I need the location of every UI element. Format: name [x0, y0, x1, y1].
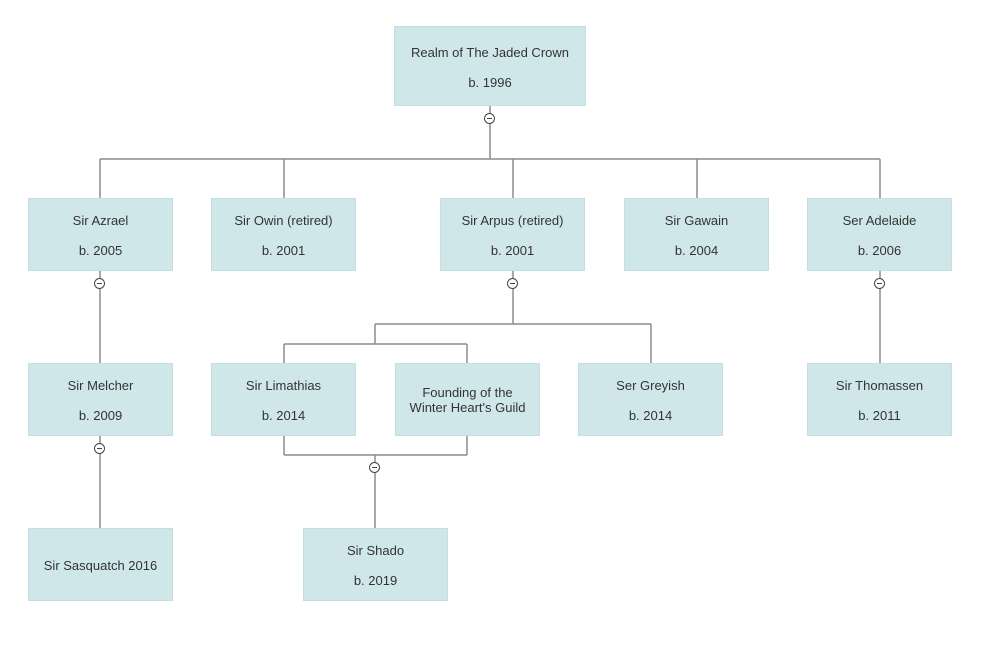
node-owin[interactable]: Sir Owin (retired) b. 2001	[211, 198, 356, 271]
minus-circle-icon[interactable]	[94, 443, 105, 454]
node-birth: b. 2005	[78, 243, 123, 258]
node-name: Sir Thomassen	[835, 378, 924, 393]
node-azrael[interactable]: Sir Azrael b. 2005	[28, 198, 173, 271]
node-birth: b. 2011	[858, 408, 901, 423]
node-name: Sir Arpus (retired)	[461, 213, 564, 228]
node-birth: b. 2006	[857, 243, 902, 258]
node-name: Ser Adelaide	[842, 213, 917, 228]
node-birth: b. 2001	[261, 243, 306, 258]
node-name: Sir Limathias	[245, 378, 322, 393]
node-birth: b. 2019	[353, 573, 398, 588]
node-name: Sir Melcher	[67, 378, 134, 393]
node-name: Sir Owin (retired)	[234, 213, 333, 228]
node-melcher[interactable]: Sir Melcher b. 2009	[28, 363, 173, 436]
node-shado[interactable]: Sir Shado b. 2019	[303, 528, 448, 601]
minus-circle-icon[interactable]	[484, 113, 495, 124]
node-sasquatch[interactable]: Sir Sasquatch 2016	[28, 528, 173, 601]
node-name: Sir Gawain	[664, 213, 729, 228]
node-birth: b. 2014	[628, 408, 673, 423]
node-adelaide[interactable]: Ser Adelaide b. 2006	[807, 198, 952, 271]
node-limathias[interactable]: Sir Limathias b. 2014	[211, 363, 356, 436]
node-birth: b. 2004	[674, 243, 719, 258]
node-gawain[interactable]: Sir Gawain b. 2004	[624, 198, 769, 271]
minus-circle-icon[interactable]	[507, 278, 518, 289]
node-name: Ser Greyish	[616, 378, 685, 393]
node-name: Sir Azrael	[72, 213, 129, 228]
node-name: Sir Shado	[346, 543, 405, 558]
minus-circle-icon[interactable]	[94, 278, 105, 289]
node-name: Founding of the Winter Heart's Guild	[409, 385, 526, 415]
node-thomassen[interactable]: Sir Thomassen b. 2011	[807, 363, 952, 436]
node-birth: b. 2014	[261, 408, 306, 423]
node-birth: b. 1996	[468, 75, 512, 90]
node-birth: b. 2001	[490, 243, 535, 258]
node-name: Sir Sasquatch 2016	[43, 558, 158, 573]
minus-circle-icon[interactable]	[874, 278, 885, 289]
node-arpus[interactable]: Sir Arpus (retired) b. 2001	[440, 198, 585, 271]
node-root[interactable]: Realm of The Jaded Crown b. 1996	[394, 26, 586, 106]
node-name: Realm of The Jaded Crown	[410, 45, 569, 60]
minus-circle-icon[interactable]	[369, 462, 380, 473]
node-birth: b. 2009	[78, 408, 123, 423]
node-guild[interactable]: Founding of the Winter Heart's Guild	[395, 363, 540, 436]
node-greyish[interactable]: Ser Greyish b. 2014	[578, 363, 723, 436]
